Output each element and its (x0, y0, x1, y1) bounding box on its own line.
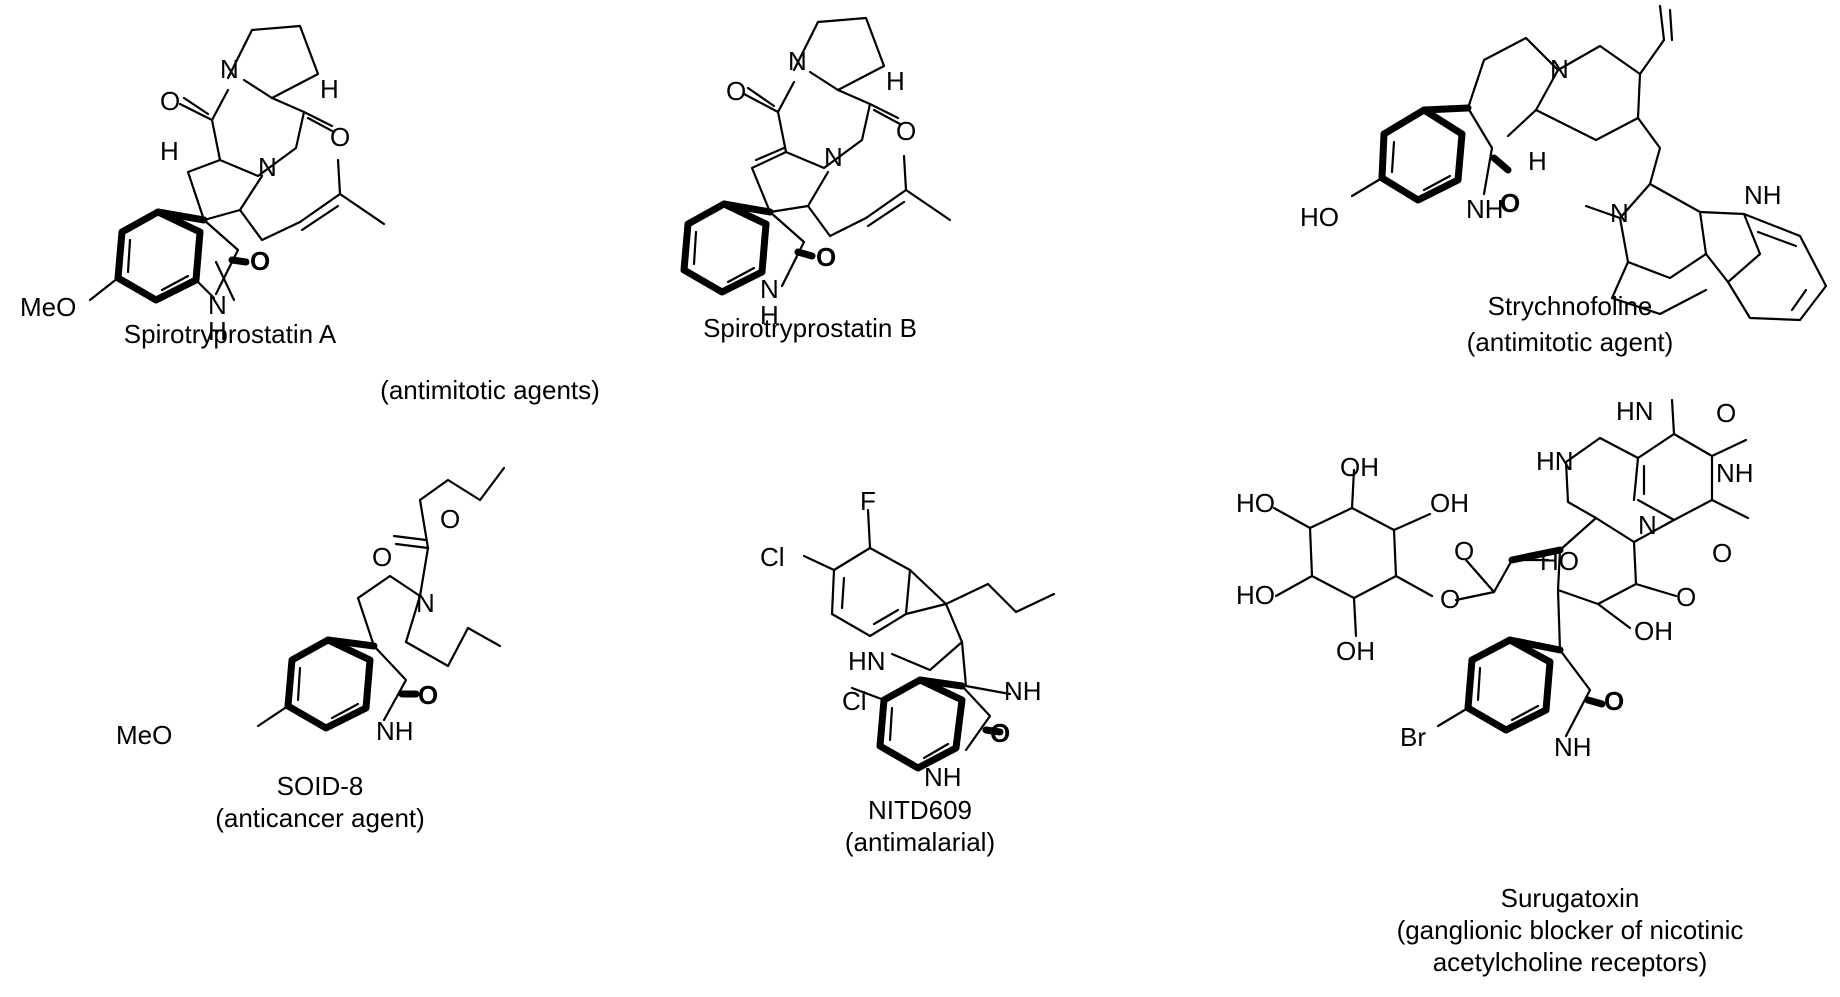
atom-NH: NH (1744, 180, 1782, 210)
atom-O: O (372, 542, 392, 572)
atom-O: O (1440, 584, 1460, 614)
atom-NH: NH (924, 762, 962, 792)
atom-HO: HO (1540, 546, 1579, 576)
caption-nitd609-activity: (antimalarial) (844, 827, 996, 857)
atom-MeO: MeO (20, 292, 76, 322)
atom-O: O (330, 122, 350, 152)
atom-O: O (418, 680, 438, 710)
atom-H: H (208, 316, 227, 346)
atom-O: O (1500, 188, 1520, 218)
atom-MeO: MeO (116, 720, 172, 750)
atom-H: H (160, 136, 179, 166)
atom-O: O (1676, 582, 1696, 612)
atom-F: F (860, 486, 876, 516)
structure-strychnofoline: N H O NH HO N NH (1300, 4, 1828, 322)
atom-H: H (320, 74, 339, 104)
structure-surugatoxin: OH HO OH HO OH O O HO N HN HN O NH O O O… (1236, 396, 1754, 762)
atom-H: H (760, 300, 779, 330)
caption-strychnofoline: Strychnofoline (1487, 291, 1653, 321)
atom-O: O (440, 504, 460, 534)
atom-O: O (160, 86, 180, 116)
atom-O: O (250, 246, 270, 276)
atom-N: N (760, 274, 779, 304)
atom-O: O (896, 116, 916, 146)
atom-HN: HN (848, 646, 886, 676)
atom-N: NH (376, 716, 414, 746)
caption-surugatoxin-activity-line1: (ganglionic blocker of nicotinic (1396, 915, 1744, 945)
atom-O: O (990, 718, 1010, 748)
atom-HN: HN (1536, 446, 1574, 476)
atom-OH: OH (1340, 452, 1379, 482)
atom-O: O (1454, 536, 1474, 566)
atom-N: N (208, 290, 227, 320)
caption-spirotryprostatin-a: Spirotryprostatin A (123, 319, 337, 349)
atom-N: N (220, 54, 239, 84)
atom-N: NH (1466, 194, 1504, 224)
caption-strychnofoline-activity: (antimitotic agent) (1466, 327, 1674, 357)
caption-nitd609: NITD609 (867, 795, 973, 825)
atom-H: H (886, 66, 905, 96)
atom-O: O (1716, 398, 1736, 428)
structure-spirotryprostatin-a: N H O O H N O N H MeO (20, 24, 386, 346)
atom-N: N (1638, 510, 1657, 540)
caption-soid-8-activity: (anticancer agent) (215, 803, 425, 833)
atom-Br: Br (1400, 722, 1426, 752)
caption-soid-8: SOID-8 (276, 771, 364, 801)
atom-NH: NH (1716, 458, 1754, 488)
atom-Cl: Cl (842, 686, 867, 716)
atom-HO: HO (1300, 202, 1339, 232)
atom-OH: OH (1336, 636, 1375, 666)
atom-OH: OH (1634, 616, 1673, 646)
atom-N: N (1610, 198, 1629, 228)
structure-soid-8: N O O O NH MeO (116, 466, 506, 750)
atom-H: H (1528, 146, 1547, 176)
caption-spirotryprostatin-b: Spirotryprostatin B (703, 313, 917, 343)
atom-OH: OH (1430, 488, 1469, 518)
atom-NH: NH (1004, 676, 1042, 706)
atom-N: N (788, 46, 807, 76)
atom-Cl: Cl (760, 542, 785, 572)
atom-N: N (824, 142, 843, 172)
atom-O: O (726, 76, 746, 106)
atom-O: O (816, 242, 836, 272)
atom-HO: HO (1236, 580, 1275, 610)
atom-O: O (1604, 686, 1624, 716)
structure-nitd609: F Cl Cl HN NH O NH (760, 486, 1056, 792)
atom-N: N (416, 588, 435, 618)
caption-group-antimitotic-agents: (antimitotic agents) (380, 375, 600, 405)
atom-HN: HN (1616, 396, 1654, 426)
atom-N: N (258, 152, 277, 182)
atom-NH: NH (1554, 732, 1592, 762)
atom-O: O (1712, 538, 1732, 568)
atom-HO: HO (1236, 488, 1275, 518)
structure-spirotryprostatin-b: N H O O N O N H (680, 16, 952, 330)
caption-surugatoxin-activity-line2: acetylcholine receptors) (1432, 947, 1708, 977)
caption-surugatoxin: Surugatoxin (1500, 883, 1640, 913)
atom-N: N (1550, 54, 1569, 84)
